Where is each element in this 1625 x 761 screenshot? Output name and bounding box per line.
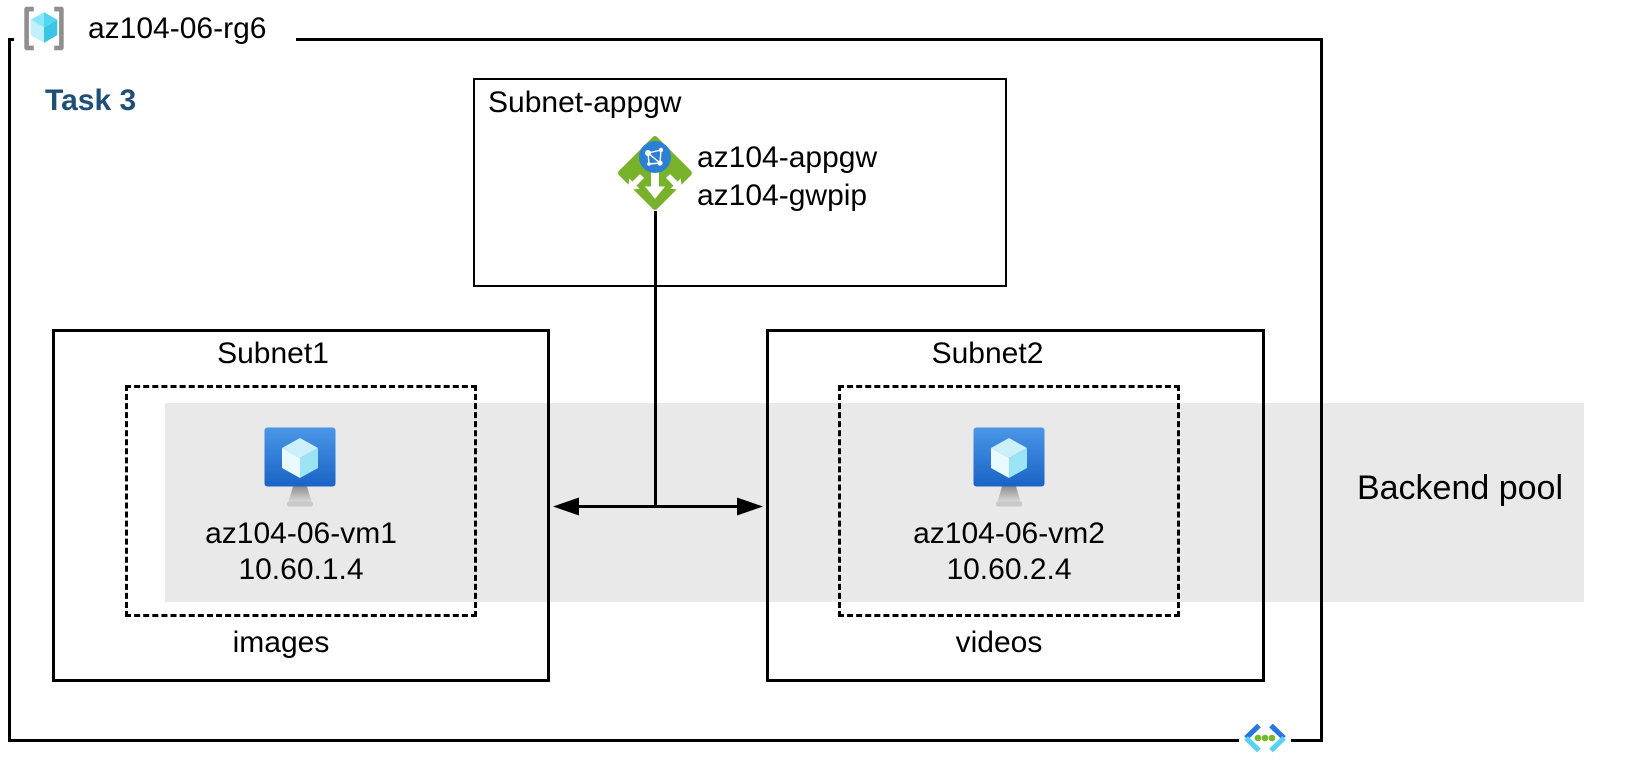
- vm2-dashed-box: [838, 385, 1180, 617]
- virtual-network-icon: [1239, 721, 1291, 755]
- vm1-ip: 10.60.1.4: [238, 553, 364, 586]
- resource-group-border-gap: [14, 33, 296, 46]
- subnet2-box: [766, 329, 1265, 682]
- vm1-text: az104-06-vm1 10.60.1.4: [125, 516, 477, 588]
- vm2-text: az104-06-vm2 10.60.2.4: [838, 516, 1180, 588]
- resource-group-icon: [20, 6, 68, 51]
- subnet2-caption: videos: [955, 626, 1043, 659]
- appgw-subnet-box: [473, 78, 1007, 287]
- subnet1-label: Subnet1: [217, 337, 329, 370]
- virtual-machine-icon: [972, 426, 1046, 512]
- subnet1-caption: images: [232, 626, 330, 659]
- resource-group-name: az104-06-rg6: [88, 12, 267, 45]
- subnet2-label: Subnet2: [931, 337, 1044, 370]
- resource-group-box: [8, 38, 1323, 742]
- appgw-name: az104-appgw: [697, 141, 878, 174]
- virtual-machine-icon: [263, 426, 337, 512]
- appgw-public-ip-name: az104-gwpip: [697, 179, 868, 212]
- vm1-name: az104-06-vm1: [205, 517, 397, 550]
- task-label: Task 3: [45, 84, 137, 117]
- vm2-ip: 10.60.2.4: [946, 553, 1072, 586]
- application-gateway-icon: [615, 133, 695, 213]
- backend-pool-band: [165, 403, 1584, 602]
- vm1-dashed-box: [125, 385, 477, 617]
- vm2-name: az104-06-vm2: [913, 517, 1105, 550]
- subnet1-box: [52, 329, 550, 682]
- backend-pool-label: Backend pool: [1356, 469, 1564, 507]
- appgw-subnet-label: Subnet-appgw: [488, 86, 682, 119]
- appgw-name-lines: az104-appgw az104-gwpip: [697, 139, 877, 215]
